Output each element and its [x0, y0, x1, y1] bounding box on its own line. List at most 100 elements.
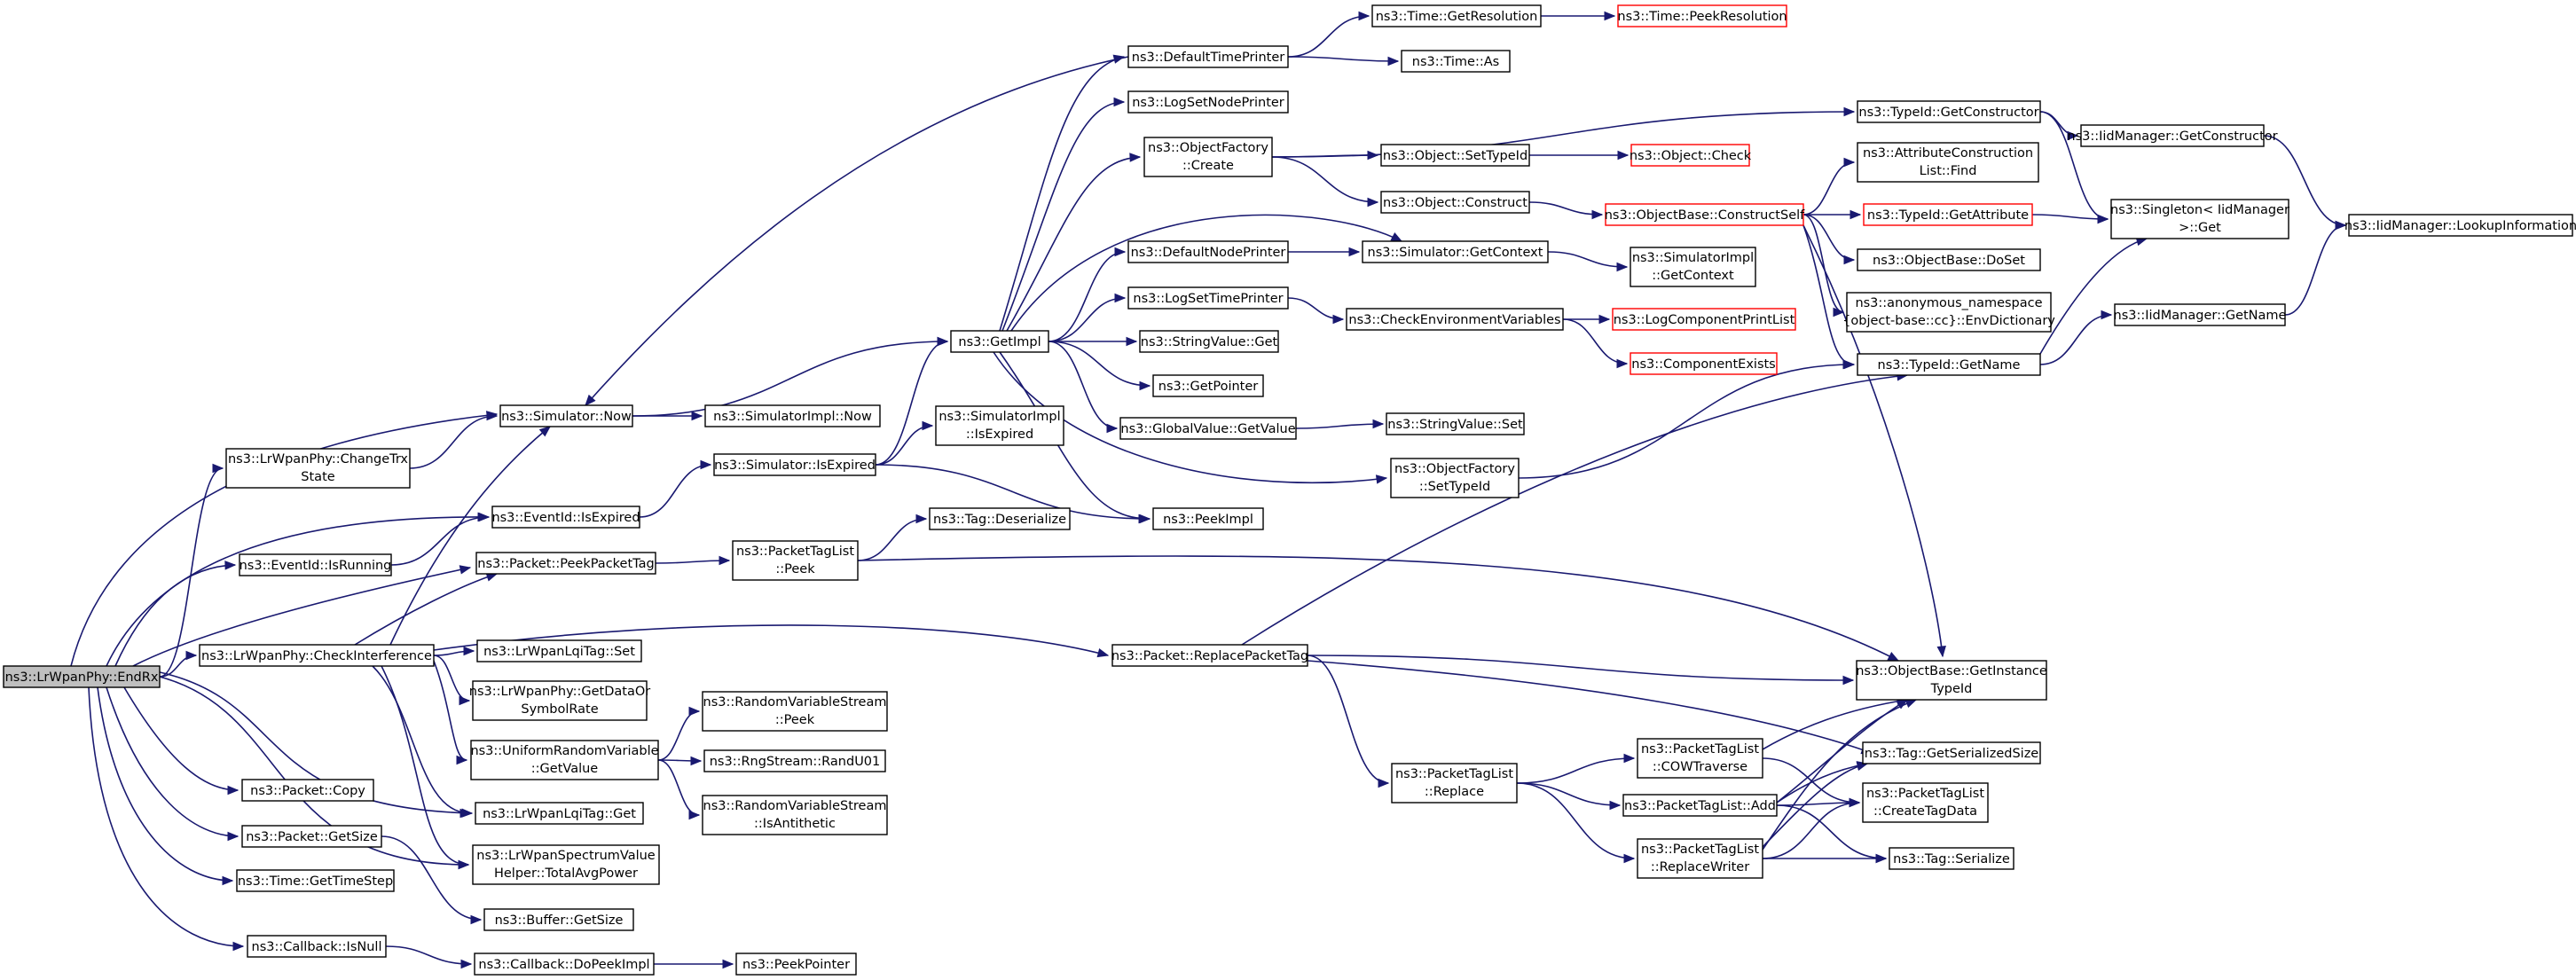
graph-node-packettaglist-peek[interactable]: ns3::PacketTagList::Peek	[732, 540, 859, 581]
graph-node-defaultnodeprinter[interactable]: ns3::DefaultNodePrinter	[1127, 240, 1289, 263]
call-edge-line	[1802, 224, 1944, 657]
graph-node-label: ns3::ObjectBase::GetInstance	[1856, 664, 2047, 678]
graph-node-label: ns3::PacketTagList	[1641, 742, 1759, 757]
graph-node-lrwpanphy-checkinterference[interactable]: ns3::LrWpanPhy::CheckInterference	[199, 644, 435, 667]
graph-node-objectbase-constructself[interactable]: ns3::ObjectBase::ConstructSelf	[1605, 203, 1805, 226]
graph-node-simulator-getcontext[interactable]: ns3::Simulator::GetContext	[1362, 240, 1549, 263]
graph-node-randomvariablestream-isantithetic[interactable]: ns3::RandomVariableStream::IsAntithetic	[702, 795, 888, 835]
graph-node-tag-getserializedsize[interactable]: ns3::Tag::GetSerializedSize	[1862, 741, 2041, 764]
arrowhead-icon	[1139, 380, 1151, 391]
call-edge-line	[585, 56, 1129, 406]
graph-node-stringvalue-get[interactable]: ns3::StringValue::Get	[1139, 330, 1279, 353]
graph-node-getimpl[interactable]: ns3::GetImpl	[950, 330, 1049, 353]
graph-node-object-settypeid[interactable]: ns3::Object::SetTypeId	[1380, 144, 1530, 167]
graph-node-typeid-getname[interactable]: ns3::TypeId::GetName	[1857, 353, 2041, 376]
graph-node-singleton-iidmanager-get[interactable]: ns3::Singleton< IidManager>::Get	[2110, 199, 2289, 239]
graph-node-packet-replacepackettag[interactable]: ns3::Packet::ReplacePacketTag	[1111, 644, 1308, 667]
graph-node-lrwpanspectrumvaluehelper-totalavgpower[interactable]: ns3::LrWpanSpectrumValueHelper::TotalAvg…	[472, 844, 660, 885]
graph-node-stringvalue-set[interactable]: ns3::StringValue::Set	[1386, 412, 1525, 435]
call-edge-line	[875, 425, 933, 466]
graph-node-iidmanager-getconstructor[interactable]: ns3::IidManager::GetConstructor	[2067, 124, 2278, 147]
graph-node-tag-deserialize[interactable]: ns3::Tag::Deserialize	[929, 507, 1071, 530]
arrowhead-icon	[922, 420, 934, 431]
graph-node-time-as[interactable]: ns3::Time::As	[1401, 50, 1511, 73]
call-edge	[1307, 655, 1855, 686]
call-edge	[1271, 156, 1379, 208]
graph-node-label: ns3::PacketTagList::Add	[1624, 799, 1776, 813]
call-edge	[1241, 372, 1909, 646]
call-edge	[123, 686, 240, 796]
graph-node-typeid-getattribute[interactable]: ns3::TypeId::GetAttribute	[1863, 203, 2033, 226]
graph-node-box	[236, 869, 395, 892]
graph-node-anonymous-namespace-object-base-cc-envdictionary[interactable]: ns3::anonymous_namespace{object-base::cc…	[1842, 292, 2055, 333]
graph-node-label: ns3::LrWpanPhy::ChangeTrx	[228, 452, 408, 466]
graph-node-simulator-now[interactable]: ns3::Simulator::Now	[499, 404, 633, 427]
graph-node-componentexists[interactable]: ns3::ComponentExists	[1630, 352, 1778, 375]
graph-node-simulatorimpl-now[interactable]: ns3::SimulatorImpl::Now	[704, 404, 881, 427]
graph-node-logcomponentprintlist[interactable]: ns3::LogComponentPrintList	[1612, 308, 1796, 331]
graph-node-time-getresolution[interactable]: ns3::Time::GetResolution	[1371, 4, 1542, 27]
graph-node-objectbase-doset[interactable]: ns3::ObjectBase::DoSet	[1857, 248, 2041, 271]
graph-node-packettaglist-replacewriter[interactable]: ns3::PacketTagList::ReplaceWriter	[1637, 838, 1763, 879]
graph-node-packet-copy[interactable]: ns3::Packet::Copy	[241, 779, 374, 802]
graph-node-lrwpanlqitag-set[interactable]: ns3::LrWpanLqiTag::Set	[476, 639, 642, 662]
graph-node-typeid-getconstructor[interactable]: ns3::TypeId::GetConstructor	[1857, 100, 2041, 123]
graph-node-peekimpl[interactable]: ns3::PeekImpl	[1152, 507, 1264, 530]
call-edge-line	[1776, 763, 1868, 804]
graph-node-rngstream-randu01[interactable]: ns3::RngStream::RandU01	[703, 749, 886, 772]
call-edge	[657, 759, 701, 820]
graph-node-iidmanager-getname[interactable]: ns3::IidManager::GetName	[2114, 303, 2287, 326]
graph-node-callback-dopeekimpl[interactable]: ns3::Callback::DoPeekImpl	[474, 953, 655, 976]
graph-node-label: ns3::Time::GetResolution	[1376, 10, 1538, 24]
graph-node-logsettimeprinter[interactable]: ns3::LogSetTimePrinter	[1127, 286, 1289, 310]
graph-node-peekpointer[interactable]: ns3::PeekPointer	[735, 953, 857, 976]
graph-node-label: ns3::Buffer::GetSize	[495, 913, 624, 928]
graph-node-box	[1362, 240, 1549, 263]
arrowhead-icon	[232, 941, 245, 952]
graph-node-logsetnodeprinter[interactable]: ns3::LogSetNodePrinter	[1127, 90, 1289, 114]
graph-node-lrwpanlqitag-get[interactable]: ns3::LrWpanLqiTag::Get	[475, 802, 644, 825]
arrowhead-icon	[691, 411, 703, 421]
graph-node-box	[950, 330, 1049, 353]
graph-node-time-peekresolution[interactable]: ns3::Time::PeekResolution	[1617, 4, 1787, 27]
graph-node-randomvariablestream-peek[interactable]: ns3::RandomVariableStream::Peek	[702, 691, 888, 732]
graph-node-packettaglist-replace[interactable]: ns3::PacketTagList::Replace	[1391, 763, 1518, 804]
graph-node-globalvalue-getvalue[interactable]: ns3::GlobalValue::GetValue	[1119, 417, 1297, 440]
graph-node-eventid-isrunning[interactable]: ns3::EventId::IsRunning	[239, 553, 392, 576]
graph-node-getpointer[interactable]: ns3::GetPointer	[1152, 374, 1264, 397]
graph-node-tag-serialize[interactable]: ns3::Tag::Serialize	[1889, 847, 2014, 870]
graph-node-callback-isnull[interactable]: ns3::Callback::IsNull	[247, 935, 387, 958]
graph-node-object-check[interactable]: ns3::Object::Check	[1630, 144, 1752, 167]
graph-node-packettaglist-createtagdata[interactable]: ns3::PacketTagList::CreateTagData	[1862, 782, 1989, 823]
graph-node-objectfactory-create[interactable]: ns3::ObjectFactory::Create	[1143, 137, 1273, 177]
arrowhead-icon	[1843, 106, 1856, 117]
graph-node-objectfactory-settypeid[interactable]: ns3::ObjectFactory::SetTypeId	[1390, 458, 1520, 498]
call-edge-line	[2031, 214, 2109, 220]
graph-node-packettaglist-add[interactable]: ns3::PacketTagList::Add	[1622, 794, 1778, 817]
call-edge	[106, 512, 490, 667]
graph-node-packettaglist-cowtraverse[interactable]: ns3::PacketTagList::COWTraverse	[1637, 738, 1763, 779]
graph-node-checkenvironmentvariables[interactable]: ns3::CheckEnvironmentVariables	[1346, 308, 1564, 331]
call-edge	[389, 426, 552, 646]
graph-node-time-gettimestep[interactable]: ns3::Time::GetTimeStep	[236, 869, 395, 892]
graph-node-label: ::SetTypeId	[1419, 480, 1490, 494]
graph-node-object-construct[interactable]: ns3::Object::Construct	[1380, 191, 1530, 214]
graph-node-uniformrandomvariable-getvalue[interactable]: ns3::UniformRandomVariable::GetValue	[470, 740, 659, 780]
graph-node-eventid-isexpired[interactable]: ns3::EventId::IsExpired	[491, 506, 640, 529]
graph-node-simulator-isexpired[interactable]: ns3::Simulator::IsExpired	[713, 453, 876, 476]
graph-node-box	[1630, 352, 1778, 375]
graph-node-simulatorimpl-getcontext[interactable]: ns3::SimulatorImpl::GetContext	[1630, 247, 1756, 287]
graph-node-packet-getsize[interactable]: ns3::Packet::GetSize	[241, 825, 382, 848]
graph-node-iidmanager-lookupinformation[interactable]: ns3::IidManager::LookupInformation	[2344, 214, 2576, 237]
graph-node-packet-peekpackettag[interactable]: ns3::Packet::PeekPacketTag	[475, 552, 656, 575]
graph-node-defaulttimeprinter[interactable]: ns3::DefaultTimePrinter	[1127, 45, 1289, 68]
graph-node-simulatorimpl-isexpired[interactable]: ns3::SimulatorImpl::IsExpired	[935, 405, 1064, 446]
graph-node-lrwpanphy-endrx[interactable]: ns3::LrWpanPhy::EndRx	[3, 665, 161, 688]
graph-node-buffer-getsize[interactable]: ns3::Buffer::GetSize	[483, 908, 634, 931]
call-edge	[1516, 782, 1622, 811]
arrowhead-icon	[1833, 307, 1845, 318]
